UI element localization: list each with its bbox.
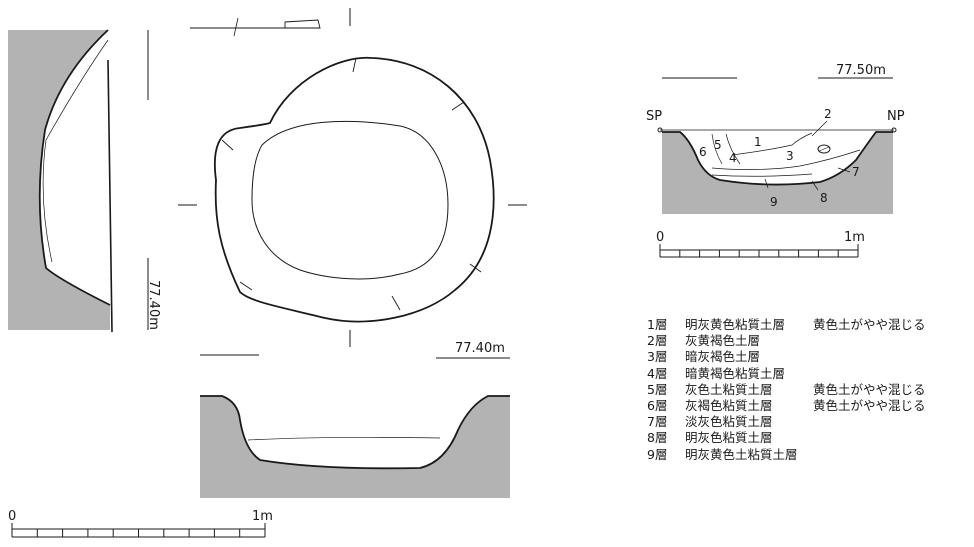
legend-layer-number: 3層: [647, 349, 668, 365]
legend-layer-description: 明灰黄色粘質土層: [685, 317, 786, 332]
legend-layer-description: 灰色土粘質土層: [685, 381, 773, 397]
plan-section-inner-line: [247, 436, 441, 441]
legend-layer-description: 灰黄褐色土層: [685, 333, 761, 349]
strata-layer-boundary-b: [731, 132, 813, 156]
strata-elevation-label: 77.50m: [836, 63, 886, 78]
legend-layer-number: 7層: [647, 414, 668, 430]
plan-cross-section: 77.40m: [200, 341, 510, 498]
legend-layer-description: 暗黄褐色粘質土層: [685, 365, 786, 381]
strata-layer-4: 4: [729, 151, 737, 165]
legend-layer-note: 黄色土がやや混じる: [813, 317, 926, 332]
strata-scale-bar: 0 1m: [656, 230, 865, 258]
plan-section-soil: [200, 396, 510, 498]
legend-layer-description: 明灰色粘質土層: [685, 430, 773, 446]
legend-layer-note: 黄色土がやや混じる: [813, 397, 926, 413]
strata-scale-end-label: 1m: [844, 230, 865, 245]
pit-outer-outline: [213, 56, 495, 323]
strata-layer-boundary-d: [725, 133, 741, 165]
plan-tick-w: [221, 139, 234, 151]
legend-layer-number: 4層: [647, 365, 668, 381]
strata-layer-2: 2: [824, 107, 832, 121]
strata-layer-1: 1: [754, 135, 762, 149]
legend-layer-description: 灰褐色粘質土層: [685, 397, 773, 413]
plan-scale-end-label: 1m: [252, 509, 273, 524]
legend-row: 6層 灰褐色粘質土層 黄色土がやや混じる: [647, 398, 926, 414]
legend-layer-number: 6層: [647, 397, 668, 413]
plan-section-profile: [200, 395, 510, 470]
legend-layer-note: 黄色土がやや混じる: [813, 381, 926, 397]
strata-layer-2-leader: [811, 120, 828, 137]
plan-tick-n: [352, 57, 357, 73]
plan-tick-s: [391, 295, 401, 311]
plan-scale-ticks: [11, 523, 266, 537]
strata-layer-5: 5: [714, 138, 722, 152]
strata-layer-6: 6: [699, 145, 707, 159]
legend-layer-number: 9層: [647, 446, 668, 462]
plan-tick-sw: [239, 281, 253, 291]
side-section-elevation-label: 77.40m: [146, 280, 161, 330]
side-section-soil: [8, 30, 110, 330]
legend-row: 9層 明灰黄色土粘質土層: [647, 447, 926, 463]
plan-scale-start-label: 0: [8, 509, 16, 524]
strata-sp-label: SP: [646, 109, 662, 124]
legend-row: 7層 淡灰色粘質土層: [647, 414, 926, 430]
plan-section-elevation-label: 77.40m: [455, 341, 505, 356]
legend-row: 2層 灰黄褐色土層: [647, 333, 926, 349]
strata-layer-7-leader: [837, 167, 851, 173]
pit-inner-outline: [251, 120, 449, 280]
plan-tick-e: [469, 263, 482, 273]
legend-layer-number: 5層: [647, 381, 668, 397]
side-section: 77.40m: [8, 29, 161, 333]
strata-layer-8-leader: [811, 180, 819, 191]
strata-soil: [662, 132, 893, 214]
legend-row: 4層 暗黄褐色粘質土層: [647, 366, 926, 382]
side-section-profile: [38, 29, 111, 306]
plan-north-arrow-tick: [233, 17, 239, 37]
legend-layer-number: 2層: [647, 333, 668, 349]
side-section-right-edge: [107, 59, 113, 333]
strata-scale-ticks: [659, 244, 859, 257]
legend-row: 8層 明灰色粘質土層: [647, 430, 926, 446]
strata-scale-start-label: 0: [656, 230, 664, 245]
strata-layer-3: 3: [786, 149, 794, 163]
strata-layer-boundary-a: [711, 149, 861, 170]
legend-layer-description: 明灰黄色土粘質土層: [685, 446, 798, 462]
strata-layer-9: 9: [770, 195, 778, 209]
legend-row: 1層 明灰黄色粘質土層 黄色土がやや混じる: [647, 317, 926, 333]
legend-layer-description: 淡灰色粘質土層: [685, 414, 773, 430]
legend-row: 5層 灰色土粘質土層 黄色土がやや混じる: [647, 382, 926, 398]
legend-layer-number: 8層: [647, 430, 668, 446]
strata-np-label: NP: [887, 109, 905, 124]
north-arrow-icon: [284, 19, 321, 29]
strata-layer-9-leader: [764, 178, 769, 189]
legend-layer-description: 暗灰褐色土層: [685, 349, 761, 365]
plan-tick-ne: [451, 101, 465, 111]
strata-layer-8: 8: [820, 191, 828, 205]
strata-section: 77.50m SP NP 1 2 3 4 5 6 7 8 9: [646, 63, 905, 214]
side-section-inner-line: [42, 39, 109, 263]
legend-layer-number: 1層: [647, 317, 668, 332]
strata-layer-7: 7: [852, 165, 860, 179]
strata-layer-boundary-c: [711, 133, 723, 165]
plan-view: [178, 8, 527, 347]
strata-profile: [662, 131, 893, 186]
legend-row: 3層 暗灰褐色土層: [647, 349, 926, 365]
strata-layer-boundary-e: [711, 173, 813, 177]
strata-stone-hatch: [818, 146, 830, 152]
plan-scale-bar: 0 1m: [8, 509, 273, 538]
